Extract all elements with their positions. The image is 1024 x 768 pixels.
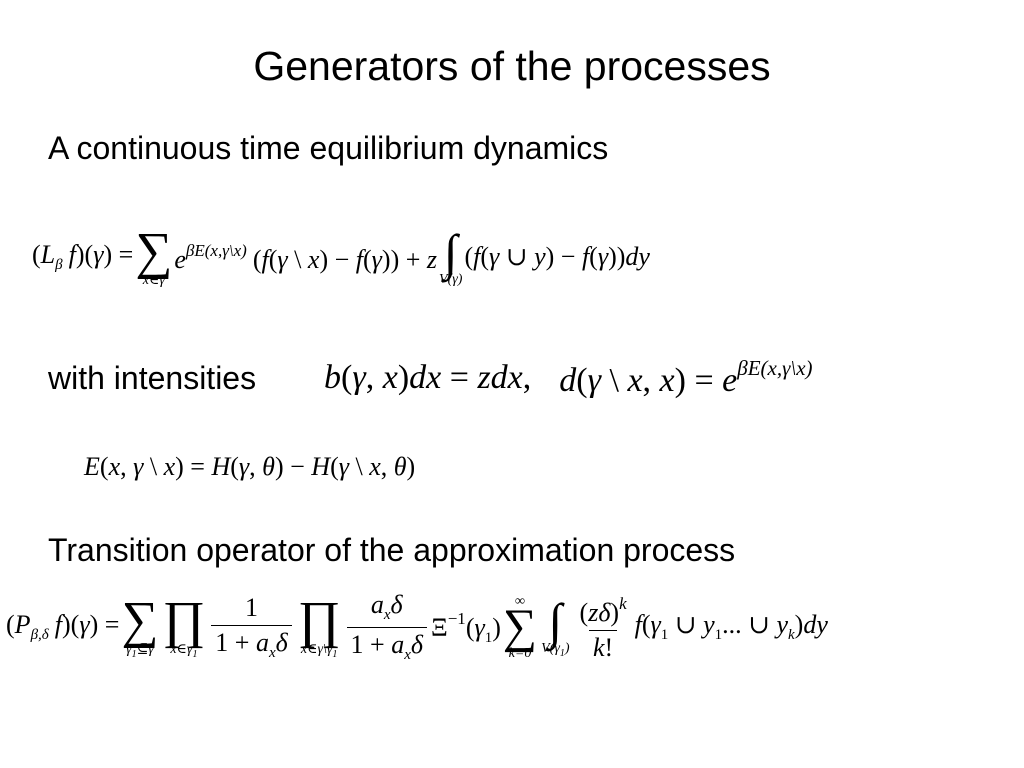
- section-heading-transition-operator: Transition operator of the approximation…: [48, 532, 736, 568]
- section-heading-equilibrium-dynamics: A continuous time equilibrium dynamics: [48, 130, 609, 166]
- slide-title: Generators of the processes: [253, 43, 771, 89]
- energy-equation: E(x, γ \ x) = H(γ, θ) − H(γ \ x, θ): [84, 452, 416, 481]
- with-intensities-label: with intensities: [48, 360, 257, 396]
- intensities-equation: b(γ, x)dx = zdx, d(γ \ x, x) = eβE(x,γ\x…: [324, 356, 813, 399]
